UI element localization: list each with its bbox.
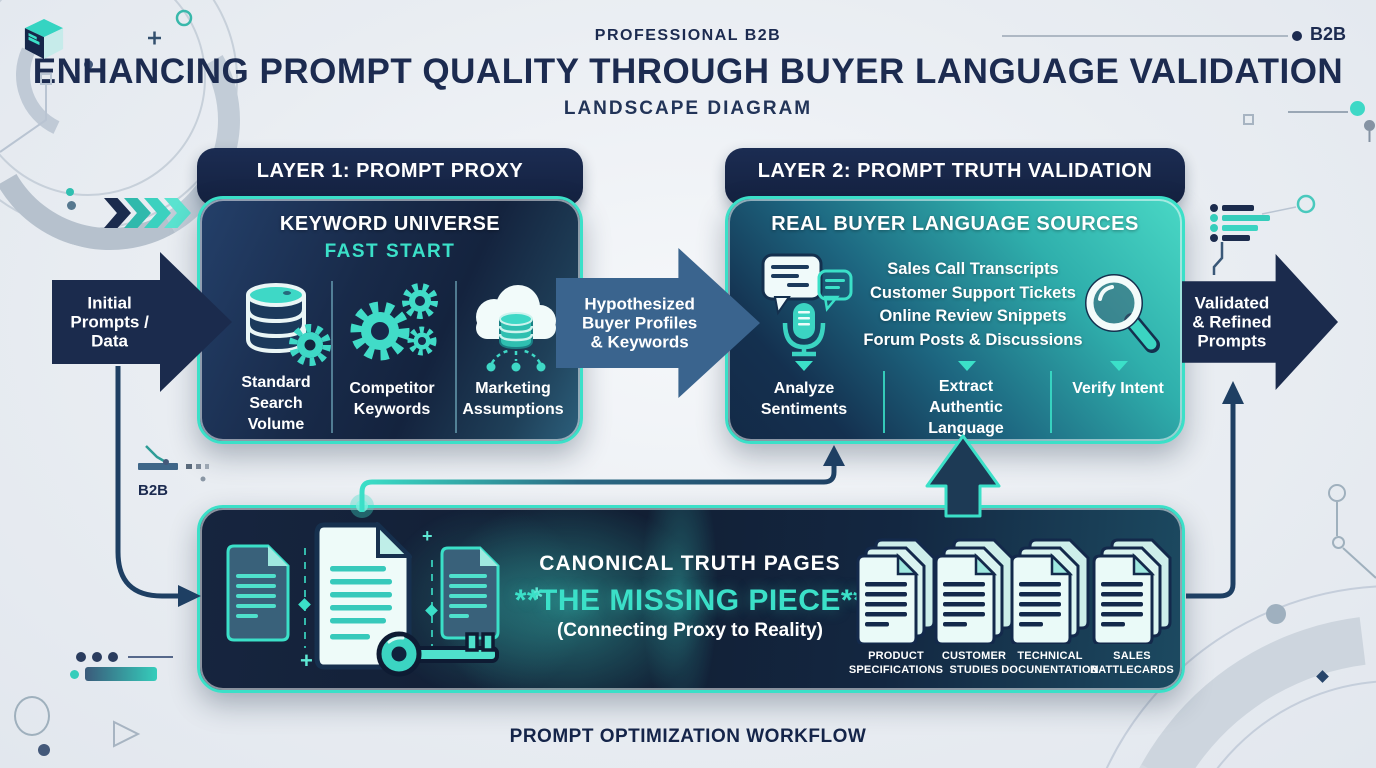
down-arrow-icon bbox=[958, 361, 976, 371]
layer1-column-label: Marketing Assumptions bbox=[462, 380, 564, 418]
truth-document-label: TECHNICAL DOCUNENTATION bbox=[1001, 650, 1099, 676]
decor-dot bbox=[66, 188, 74, 196]
header-subtitle: LANDSCAPE DIAGRAM bbox=[563, 98, 813, 119]
proxy-arrow-line: Buyer Profiles bbox=[582, 313, 698, 333]
decor-dot bbox=[1266, 604, 1286, 624]
decor-dashed-line bbox=[304, 548, 306, 648]
layer1-divider bbox=[331, 281, 333, 433]
decor-ring-small-1 bbox=[1328, 484, 1346, 502]
truth-box-subtitle: (Connecting Proxy to Reality) bbox=[556, 620, 824, 641]
gears-icon bbox=[350, 283, 438, 361]
database-gear-icon bbox=[246, 283, 331, 366]
source-item: Forum Posts & Discussions bbox=[863, 330, 1083, 349]
source-item: Sales Call Transcripts bbox=[887, 260, 1059, 278]
output-arrow-line: & Refined bbox=[1192, 312, 1272, 332]
layer2-action-label: Verify Intent bbox=[1072, 380, 1164, 397]
chat-microphone-icon bbox=[761, 253, 853, 357]
truth-box-title: CANONICAL TRUTH PAGES bbox=[539, 552, 841, 575]
final-output-arrow-label: Validated & Refined Prompts bbox=[1182, 294, 1282, 351]
layer1-divider bbox=[455, 281, 457, 433]
document-icon bbox=[226, 544, 290, 642]
cloud-database-icon bbox=[476, 285, 556, 372]
decor-line bbox=[128, 656, 173, 658]
buyer-language-sources-list: Sales Call Transcripts Customer Support … bbox=[853, 258, 1093, 352]
document-stack-icon bbox=[1092, 538, 1172, 644]
layer2-header-label: LAYER 2: PROMPT TRUTH VALIDATION bbox=[757, 160, 1153, 182]
layer1-column-label: Standard Search Volume bbox=[241, 374, 311, 433]
decor-ring-small-2 bbox=[1332, 536, 1345, 549]
cube-logo-icon bbox=[24, 19, 64, 59]
decor-dot-pin bbox=[1364, 120, 1375, 131]
decor-dot bbox=[76, 652, 86, 662]
layer2-divider bbox=[883, 371, 885, 433]
output-arrow-line: Prompts bbox=[1197, 331, 1267, 351]
input-arrow-line: Initial bbox=[87, 293, 132, 313]
truth-document-label: SALES BATTLECARDS bbox=[1090, 650, 1174, 676]
decor-ring-bottom-left bbox=[14, 696, 50, 736]
decor-dot bbox=[108, 652, 118, 662]
truth-document-label: CUSTOMER STUDIES bbox=[941, 650, 1007, 676]
input-arrow-line: Prompts / bbox=[70, 312, 149, 332]
decor-dot bbox=[38, 744, 50, 756]
chevron-flow-icon bbox=[104, 198, 191, 228]
decor-square bbox=[1243, 114, 1254, 125]
layer1-header-label: LAYER 1: PROMPT PROXY bbox=[256, 160, 524, 182]
decor-dot bbox=[67, 201, 76, 210]
decor-sparkle: ✱ bbox=[530, 586, 544, 603]
source-item: Online Review Snippets bbox=[879, 307, 1067, 325]
down-arrow-icon bbox=[795, 361, 813, 371]
proxy-arrow-line: & Keywords bbox=[590, 332, 689, 352]
page-title: ENHANCING PROMPT QUALITY THROUGH BUYER L… bbox=[32, 52, 1344, 91]
decor-diamond bbox=[425, 604, 438, 617]
source-item: Customer Support Tickets bbox=[870, 283, 1076, 302]
proxy-arrow-line: Hypothesized bbox=[584, 294, 695, 314]
decor-sparkle: + bbox=[422, 526, 433, 546]
side-label-dash bbox=[186, 464, 192, 469]
canonical-truth-box: + + ✱ CANONICAL TRUTH PAGES **THE MISSIN… bbox=[197, 505, 1185, 693]
final-output-arrow: Validated & Refined Prompts bbox=[1182, 254, 1338, 390]
decor-dot bbox=[84, 60, 93, 69]
decor-dot bbox=[92, 652, 102, 662]
proxy-output-arrow: Hypothesized Buyer Profiles & Keywords bbox=[556, 248, 760, 398]
footer-caption: PROMPT OPTIMIZATION WORKFLOW bbox=[509, 726, 867, 747]
proxy-output-arrow-label: Hypothesized Buyer Profiles & Keywords bbox=[560, 295, 719, 352]
layer1-column-label: Competitor Keywords bbox=[349, 380, 435, 418]
input-arrow-label: Initial Prompts / Data bbox=[52, 294, 167, 351]
layer2-title: REAL BUYER LANGUAGE SOURCES bbox=[771, 213, 1139, 235]
document-icon bbox=[440, 546, 500, 640]
truth-box-highlight: **THE MISSING PIECE** bbox=[514, 584, 866, 617]
decor-gradient-bar bbox=[85, 667, 157, 681]
document-stack-icon bbox=[1010, 538, 1090, 644]
layer1-box: KEYWORD UNIVERSE FAST START bbox=[197, 196, 583, 444]
down-arrow-icon bbox=[1110, 361, 1128, 371]
decor-dot-teal bbox=[1350, 101, 1365, 116]
layer2-action-label: Extract Authentic Language bbox=[928, 378, 1004, 437]
layer1-title: KEYWORD UNIVERSE bbox=[279, 213, 501, 235]
list-icon bbox=[1210, 204, 1270, 242]
side-label-dash bbox=[196, 464, 201, 469]
key-icon bbox=[376, 631, 499, 677]
layer2-divider bbox=[1050, 371, 1052, 433]
input-arrow: Initial Prompts / Data bbox=[52, 252, 232, 392]
truth-document-label: PRODUCT SPECIFICATIONS bbox=[848, 650, 944, 676]
input-arrow-line: Data bbox=[91, 331, 129, 351]
header-eyebrow: PROFESSIONAL B2B bbox=[594, 27, 782, 44]
decor-diamond bbox=[298, 598, 311, 611]
magnifier-icon bbox=[1085, 274, 1160, 353]
layer2-box: REAL BUYER LANGUAGE SOURCES Sales Call T… bbox=[725, 196, 1185, 444]
layer1-subtitle: FAST START bbox=[324, 241, 456, 262]
decor-sparkle: + bbox=[300, 648, 313, 673]
document-stack-icon bbox=[856, 538, 936, 644]
corner-b2b-label: B2B bbox=[1310, 24, 1347, 44]
layer2-action-label: Analyze Sentiments bbox=[760, 380, 848, 418]
side-label-dash bbox=[205, 464, 209, 469]
decor-dot bbox=[70, 670, 79, 679]
document-stack-icon bbox=[934, 538, 1014, 644]
output-arrow-line: Validated bbox=[1194, 293, 1270, 313]
